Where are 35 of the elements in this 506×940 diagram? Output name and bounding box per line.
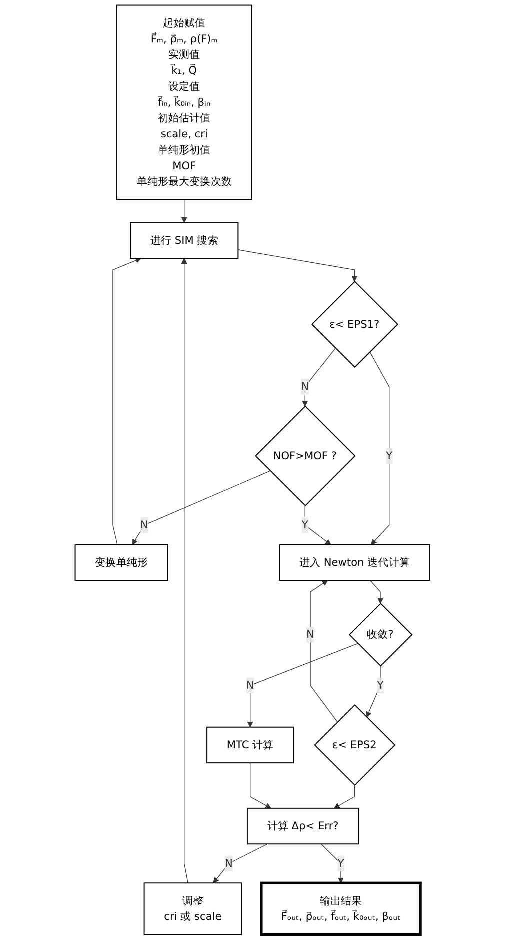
node-box: 调整 cri 或 scale xyxy=(144,882,243,936)
arrow xyxy=(214,844,268,884)
node-box: 输出结果 F⃗ₒᵤₜ, ρ⃗ₒᵤₜ, f⃗ₒᵤₜ, k⃗₀ₒᵤₜ, βₒᵤₜ xyxy=(260,882,422,936)
edge-label: Y xyxy=(302,518,309,532)
arrow xyxy=(310,580,338,723)
node-box: MTC 计算 xyxy=(207,726,295,764)
edge-label: Y xyxy=(378,679,384,692)
edge-label: N xyxy=(246,679,255,692)
node-diamond: 收敛? xyxy=(349,602,414,667)
node-diamond: ε< EPS1? xyxy=(312,280,400,368)
arrow xyxy=(370,352,390,546)
node-box: 进行 SIM 搜索 xyxy=(130,222,240,259)
arrow xyxy=(132,470,272,546)
node-box: 变换单纯形 xyxy=(75,544,169,582)
arrow xyxy=(113,258,142,546)
arrow xyxy=(305,506,332,546)
node-diamond: NOF>MOF ? xyxy=(256,406,356,507)
node-diamond: ε< EPS2 xyxy=(314,704,396,786)
arrow xyxy=(238,250,358,282)
edge-label: N xyxy=(307,628,315,641)
arrow xyxy=(334,784,356,809)
node-box: 起始赋值 F⃗ₘ, ρ⃗ₘ, ρ(F)ₘ 实测值 k⃗₁, Q⃗ 设定值 f⃗ᵢₙ, k⃗₀ᵢₙ, βᵢₙ 初始估计值 scale, cri 单纯形初值 MOF 单纯形最大变换次数 xyxy=(116,4,253,200)
arrow xyxy=(182,258,189,884)
arrow xyxy=(370,580,384,604)
edge-label: N xyxy=(226,857,234,870)
edge-label: N xyxy=(302,380,310,393)
node-box: 进入 Newton 迭代计算 xyxy=(279,544,431,582)
node-box: 计算 Δρ< Err? xyxy=(247,808,360,845)
edge-label: N xyxy=(140,518,149,532)
edge-label: Y xyxy=(338,857,345,870)
arrow xyxy=(302,348,336,407)
edge-label: Y xyxy=(386,450,394,462)
arrow xyxy=(182,199,188,224)
arrow xyxy=(248,643,359,728)
arrow xyxy=(250,762,272,809)
